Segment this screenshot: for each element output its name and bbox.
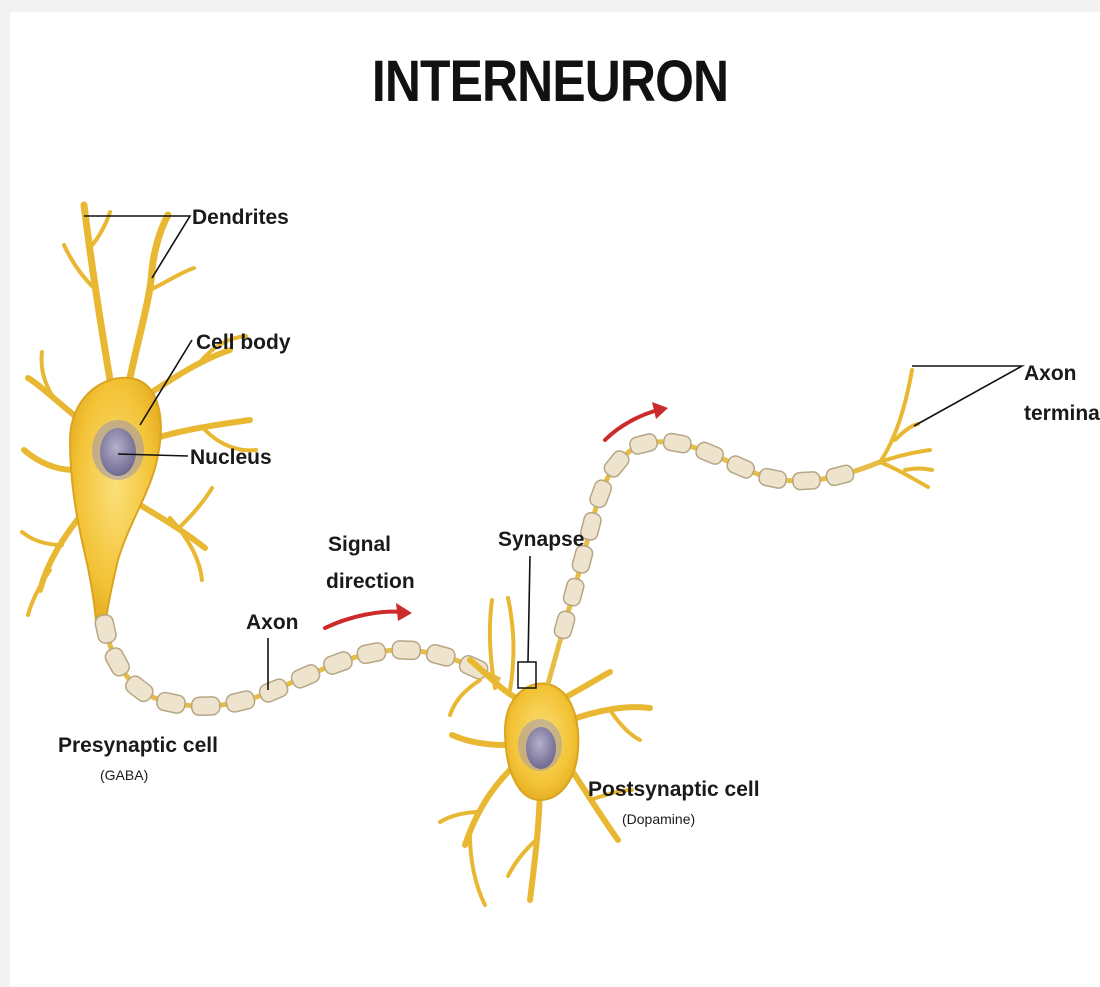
signal-arrows [325,410,658,628]
label-signal-line1: Signal [328,533,391,556]
label-axon-terminals-line1: Axon [1024,362,1077,385]
axon-terminals [880,370,932,487]
myelin-segment [758,467,788,489]
myelin-segment [225,690,256,714]
label-presynaptic-cell: Presynaptic cell [58,734,218,757]
label-presynaptic-transmitter: (GABA) [100,767,148,783]
myelin-segment [192,697,220,716]
myelin-segment [694,440,725,466]
myelin-segment [553,610,577,641]
signal-arrowhead-2 [652,402,668,419]
presynaptic-nucleus [100,428,136,476]
label-synapse: Synapse [498,528,584,551]
label-axon: Axon [246,611,299,634]
myelin-segment [588,478,613,509]
myelin-segment [392,641,421,660]
myelin-segment [792,471,820,490]
signal-arrow-1 [325,612,402,628]
label-nucleus: Nucleus [190,446,272,469]
myelin-segment [562,577,586,608]
label-signal-line2: direction [326,570,415,593]
myelin-segment [94,613,117,644]
myelin-segment [662,432,692,454]
label-postsynaptic-transmitter: (Dopamine) [622,811,695,827]
postsynaptic-nucleus [526,727,556,769]
myelin-segment [825,464,855,487]
myelin-segment [356,641,387,664]
myelin-segment [425,643,457,668]
label-axon-terminals-line2: terminals [1024,402,1100,425]
myelin-segment [322,650,354,677]
label-postsynaptic-cell: Postsynaptic cell [588,778,760,801]
signal-arrowhead-1 [396,603,412,621]
label-cell-body: Cell body [196,331,291,354]
myelin-segment [155,691,186,714]
postsynaptic-soma [505,683,578,800]
postsynaptic-myelin-sheath [553,432,855,640]
myelin-segment [628,432,658,455]
myelin-segment [725,454,757,480]
label-dendrites: Dendrites [192,206,289,229]
myelin-segment [257,677,290,704]
myelin-segment [289,662,322,690]
